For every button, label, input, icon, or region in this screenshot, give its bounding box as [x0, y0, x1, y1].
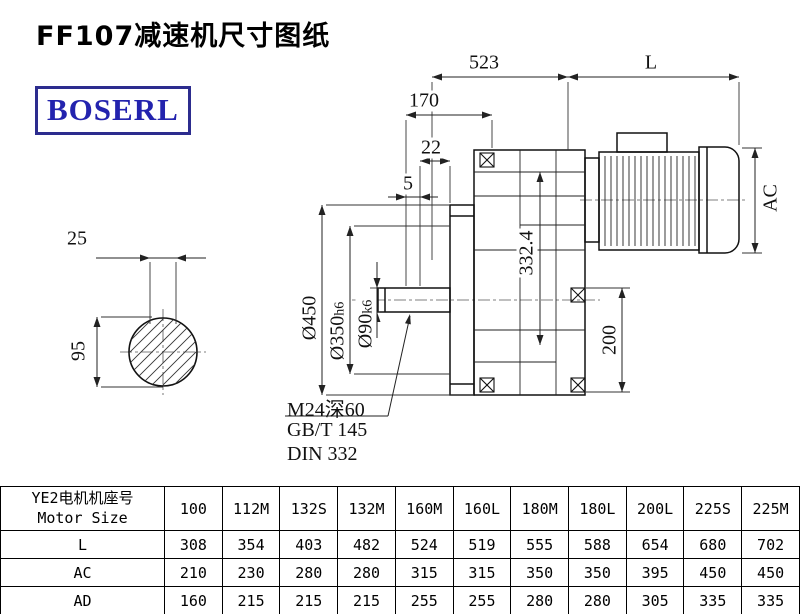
header-en: Motor Size [37, 508, 128, 527]
bolt-bosses [479, 152, 586, 393]
table-cell: 160 [164, 586, 223, 614]
boserl-logo: BOSERL [35, 86, 191, 135]
table-cell: 588 [568, 530, 627, 559]
extension-lines [101, 82, 762, 396]
table-cell: 315 [452, 558, 512, 587]
column-header: 180M [510, 486, 570, 531]
row-label: AC [0, 558, 165, 587]
table-cell: 702 [741, 530, 800, 559]
dim-d350-main: Ø350 [326, 315, 349, 361]
table-cell: 280 [337, 558, 396, 587]
column-header: 160L [452, 486, 512, 531]
table-cell: 335 [683, 586, 743, 614]
center-lines [120, 199, 748, 395]
header-cn: YE2电机机座号 [31, 489, 134, 507]
dim-d90-suffix: k6 [360, 299, 376, 314]
technical-drawing: 523 L 170 22 5 25 95 Ø450 Ø350h6 Ø90k6 3… [65, 51, 782, 465]
shaft-end-view [128, 317, 198, 387]
dim-label-170: 170 [407, 89, 441, 112]
gearbox-outline [377, 132, 740, 396]
table-cell: 482 [337, 530, 396, 559]
note-thread: M24深60 [287, 399, 365, 421]
table-cell: 335 [741, 586, 800, 614]
table-cell: 654 [625, 530, 685, 559]
table-cell: 354 [221, 530, 281, 559]
dim-label-523: 523 [467, 51, 501, 74]
note-din: DIN 332 [287, 443, 358, 465]
dim-d90-main: Ø90 [354, 313, 377, 349]
dim-label-332-4: 332.4 [515, 228, 538, 278]
dim-label-d350: Ø350h6 [326, 299, 349, 363]
motor-size-header: YE2电机机座号 Motor Size [0, 486, 165, 531]
dim-label-95: 95 [67, 339, 90, 363]
table-cell: 519 [452, 530, 512, 559]
table-cell: 280 [279, 558, 339, 587]
table-cell: 280 [568, 586, 627, 614]
table-row-AC: AC 210 230 280 280 315 315 350 350 395 4… [0, 558, 800, 587]
table-cell: 450 [683, 558, 743, 587]
column-header: 100 [164, 486, 223, 531]
row-label: L [0, 530, 165, 559]
arrowheads [93, 73, 759, 395]
column-header: 112M [221, 486, 281, 531]
column-header: 180L [568, 486, 627, 531]
table-cell: 305 [625, 586, 685, 614]
dim-d350-suffix: h6 [332, 301, 348, 316]
page-title: FF107减速机尺寸图纸 [36, 21, 331, 52]
table-cell: 680 [683, 530, 743, 559]
table-cell: 280 [510, 586, 570, 614]
table-cell: 350 [510, 558, 570, 587]
column-header: 160M [394, 486, 454, 531]
table-cell: 350 [568, 558, 627, 587]
column-header: 132S [279, 486, 339, 531]
dim-label-d90: Ø90k6 [354, 297, 377, 351]
table-cell: 215 [337, 586, 396, 614]
dimension-lines [96, 76, 756, 417]
motor-size-table: YE2电机机座号 Motor Size 100 112M 132S 132M 1… [0, 486, 800, 614]
table-cell: 395 [625, 558, 685, 587]
table-cell: 255 [452, 586, 512, 614]
column-header: 200L [625, 486, 685, 531]
drawing-linework [93, 73, 762, 417]
housing-details [474, 150, 696, 395]
column-header: 132M [337, 486, 396, 531]
dim-label-d450: Ø450 [298, 293, 321, 343]
table-cell: 215 [279, 586, 339, 614]
dim-label-L: L [642, 51, 660, 74]
dim-label-AC: AC [759, 182, 782, 214]
column-header: 225M [741, 486, 800, 531]
table-row-AD: AD 160 215 215 215 255 255 280 280 305 3… [0, 586, 800, 614]
table-cell: 215 [221, 586, 281, 614]
row-label: AD [0, 586, 165, 614]
table-cell: 255 [394, 586, 454, 614]
table-cell: 403 [279, 530, 339, 559]
note-gbt: GB/T 145 [287, 419, 368, 441]
table-cell: 450 [741, 558, 800, 587]
column-header: 225S [683, 486, 743, 531]
table-cell: 315 [394, 558, 454, 587]
table-cell: 210 [164, 558, 223, 587]
dim-label-200: 200 [598, 323, 621, 357]
table-cell: 555 [510, 530, 570, 559]
dim-label-25: 25 [65, 227, 89, 250]
table-cell: 524 [394, 530, 454, 559]
dim-label-5: 5 [401, 172, 415, 195]
table-cell: 230 [221, 558, 281, 587]
table-cell: 308 [164, 530, 223, 559]
table-row-L: L 308 354 403 482 524 519 555 588 654 68… [0, 530, 800, 559]
dim-label-22: 22 [419, 136, 443, 159]
table-header-row: YE2电机机座号 Motor Size 100 112M 132S 132M 1… [0, 486, 800, 531]
